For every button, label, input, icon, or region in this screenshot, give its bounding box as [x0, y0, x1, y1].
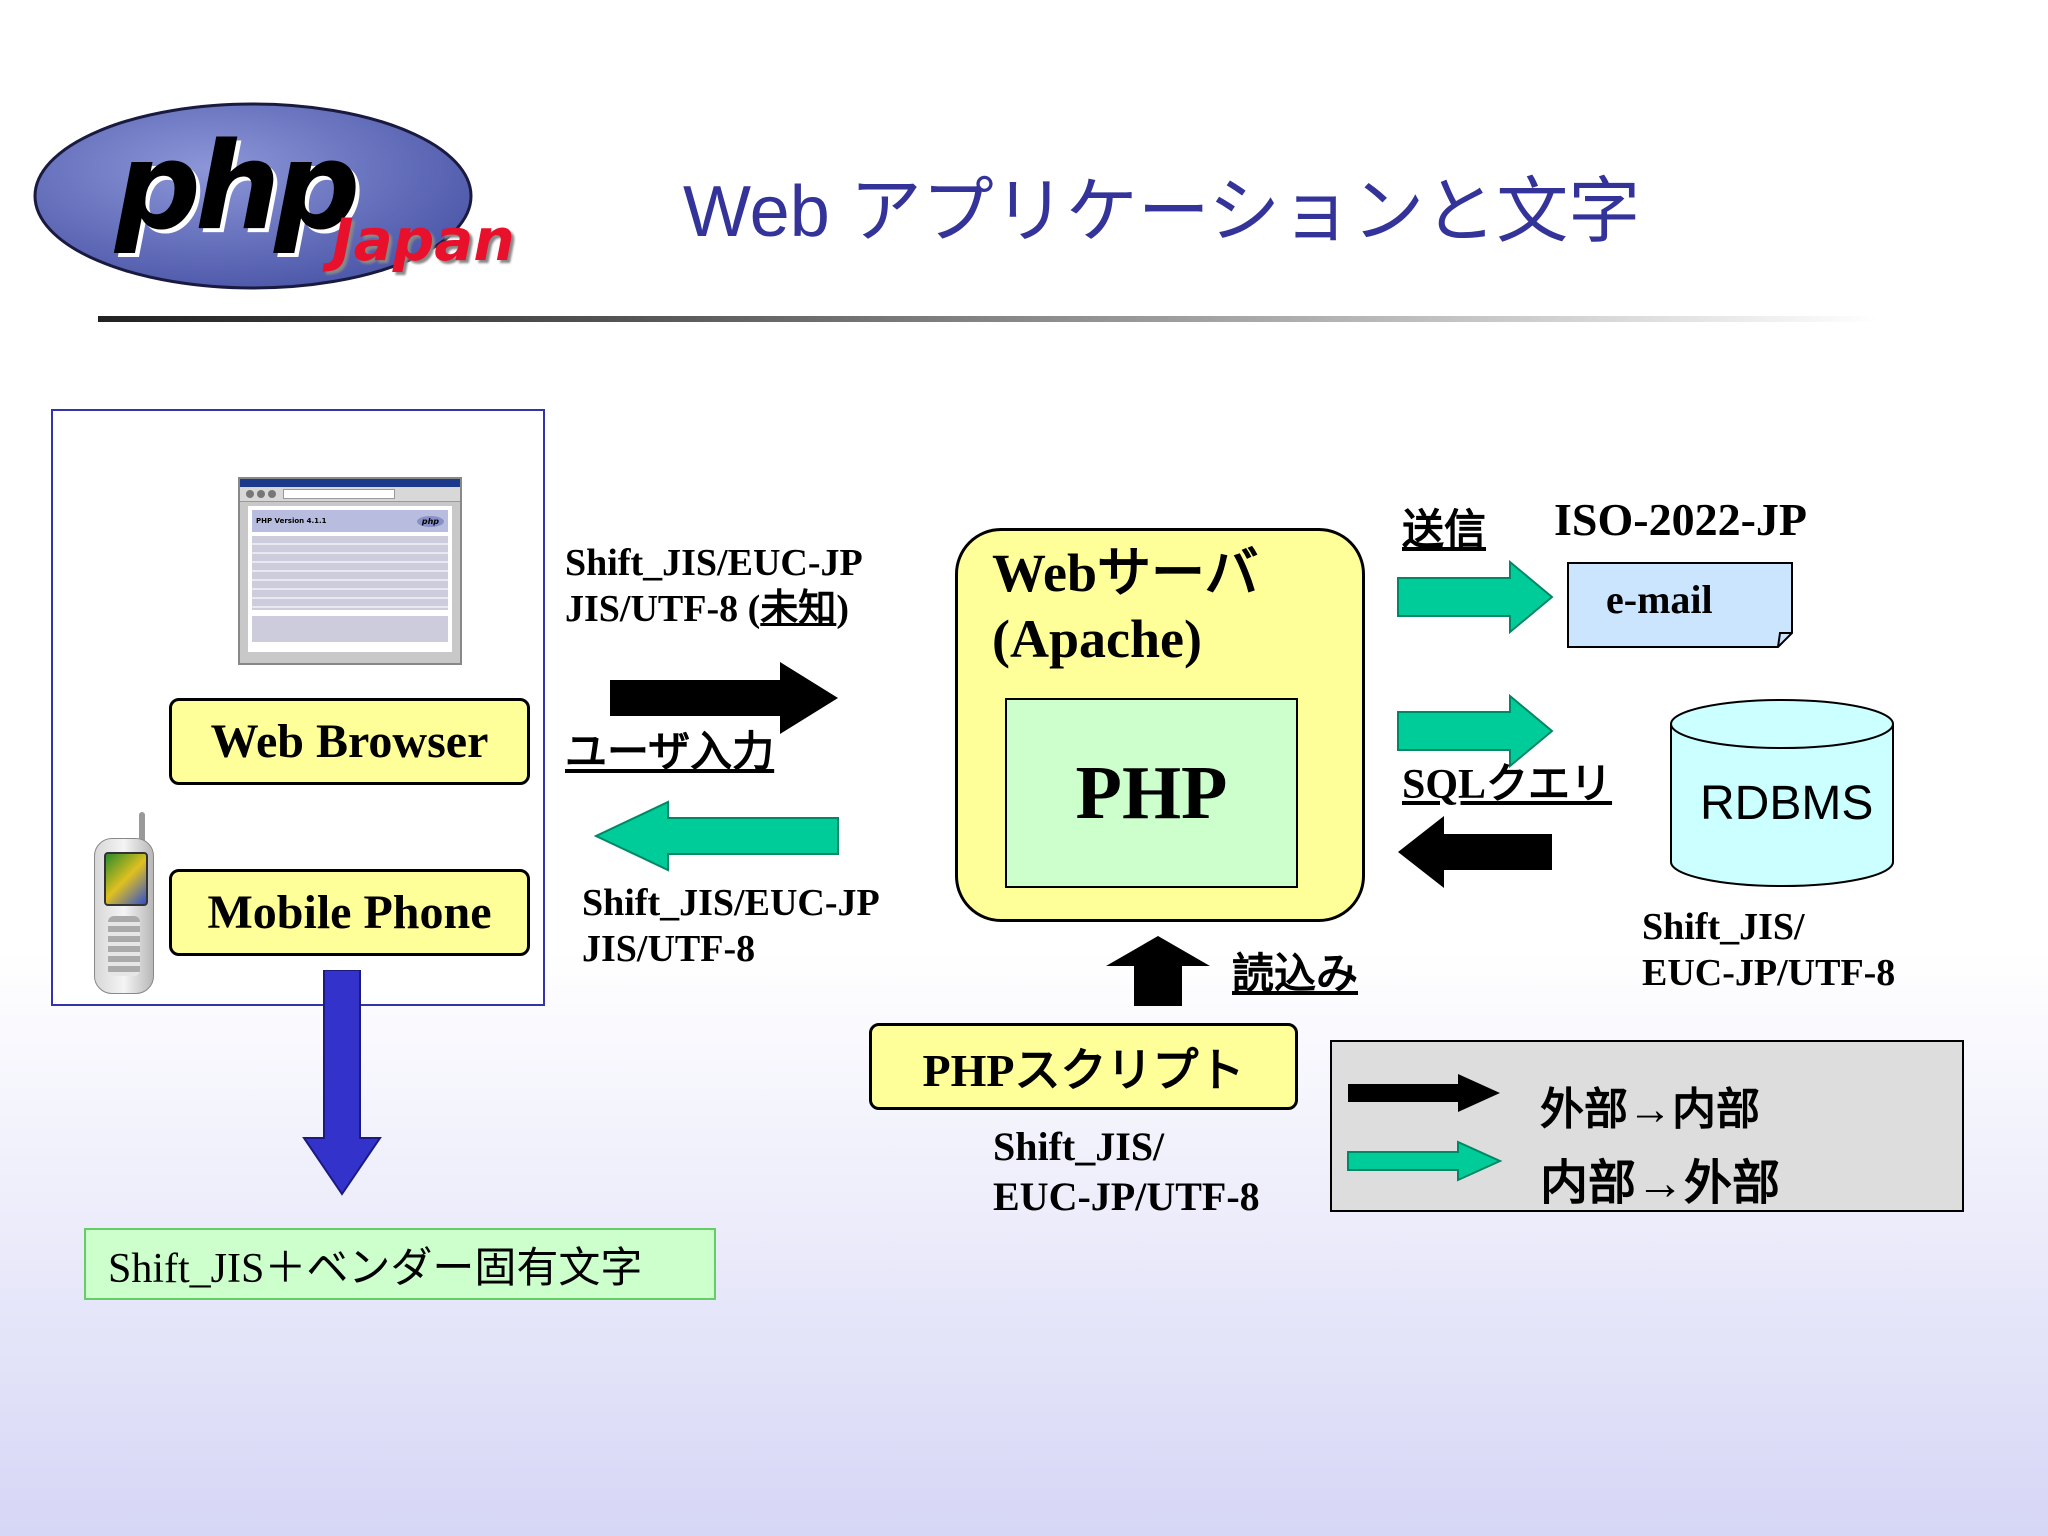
legend-black-arrow [1348, 1074, 1500, 1112]
response-encodings: Shift_JIS/EUC-JP JIS/UTF-8 [582, 880, 880, 972]
php-script-label: PHPスクリプト [922, 1044, 1245, 1096]
php-box: PHP [1005, 698, 1298, 888]
legend-int-to-ext: 内部→外部 [1540, 1157, 1781, 1210]
phone-keypad [108, 916, 140, 976]
request-encodings: Shift_JIS/EUC-JP JIS/UTF-8 (未知) [565, 540, 863, 632]
screenshot-php-version: PHP Version 4.1.1 [256, 517, 327, 525]
screenshot-footer-row [252, 616, 448, 642]
web-server-title: Webサーバ (Apache) [992, 540, 1258, 672]
mobile-phone-label: Mobile Phone [207, 886, 492, 939]
screenshot-titlebar [240, 479, 460, 487]
screenshot-table [252, 536, 448, 610]
request-encodings-line1: Shift_JIS/EUC-JP [565, 542, 863, 584]
screenshot-content: PHP Version 4.1.1 php [248, 506, 452, 652]
php-japan-logo [33, 102, 473, 290]
web-browser-box: Web Browser [169, 698, 530, 785]
client-encoding-box: Shift_JIS＋ベンダー固有文字 [84, 1228, 716, 1300]
client-encoding-label: Shift_JIS＋ベンダー固有文字 [108, 1245, 643, 1292]
email-box [1567, 562, 1793, 648]
user-input-label: ユーザ入力 [565, 730, 775, 776]
phone-screen [104, 852, 148, 906]
request-suffix: ) [836, 588, 849, 630]
sql-result-arrow [1398, 816, 1552, 888]
screenshot-toolbar [240, 487, 460, 502]
script-encoding-line1: Shift_JIS/ [993, 1124, 1165, 1169]
rdbms-cylinder [1670, 699, 1894, 887]
mail-encoding: ISO-2022-JP [1554, 494, 1807, 545]
web-server-name: Webサーバ [992, 543, 1259, 603]
nav-dot-icon [268, 490, 276, 498]
response-arrow [593, 800, 839, 872]
php-label: PHP [1075, 750, 1228, 835]
nav-dot-icon [246, 490, 254, 498]
client-encoding-arrow [302, 970, 382, 1196]
request-prefix: JIS/UTF-8 ( [565, 588, 761, 630]
php-script-box: PHPスクリプト [869, 1023, 1298, 1110]
script-load-arrow [1106, 936, 1210, 1006]
legend-box [1330, 1040, 1964, 1212]
load-label: 読込み [1232, 952, 1359, 998]
script-encoding: Shift_JIS/ EUC-JP/UTF-8 [993, 1122, 1260, 1222]
email-label: e-mail [1606, 577, 1713, 622]
browser-screenshot: PHP Version 4.1.1 php [238, 477, 462, 665]
request-encodings-line2: JIS/UTF-8 (未知) [565, 586, 863, 632]
legend-ext-to-int: 外部→内部 [1540, 1085, 1760, 1134]
rdbms-label: RDBMS [1700, 777, 1874, 830]
phone-antenna [139, 812, 145, 846]
request-unknown: 未知 [760, 588, 837, 630]
nav-dot-icon [257, 490, 265, 498]
page-title: Web アプリケーションと文字 [683, 172, 1641, 252]
logo-php-text: php [115, 118, 360, 257]
response-encodings-line2: JIS/UTF-8 [582, 928, 756, 970]
screenshot-php-logo: php [416, 515, 444, 527]
legend-green-arrow [1347, 1140, 1503, 1182]
address-bar [283, 489, 395, 499]
web-browser-label: Web Browser [210, 715, 489, 768]
web-server-apache: (Apache) [992, 609, 1202, 669]
db-encoding-line2: EUC-JP/UTF-8 [1642, 952, 1896, 994]
db-encoding: Shift_JIS/ EUC-JP/UTF-8 [1642, 904, 1895, 996]
screenshot-header-row: PHP Version 4.1.1 php [252, 510, 448, 532]
response-encodings-line1: Shift_JIS/EUC-JP [582, 882, 880, 924]
title-divider [98, 316, 1878, 322]
mobile-phone-icon [94, 812, 154, 994]
send-label: 送信 [1402, 508, 1487, 554]
mobile-phone-box: Mobile Phone [169, 869, 530, 956]
script-encoding-line2: EUC-JP/UTF-8 [993, 1174, 1260, 1219]
mail-arrow [1397, 560, 1554, 634]
logo-japan-text: Japan [332, 206, 515, 274]
request-arrow [610, 662, 838, 734]
db-encoding-line1: Shift_JIS/ [1642, 906, 1805, 948]
sql-request-arrow [1397, 694, 1554, 768]
sql-query-label: SQLクエリ [1402, 762, 1613, 808]
